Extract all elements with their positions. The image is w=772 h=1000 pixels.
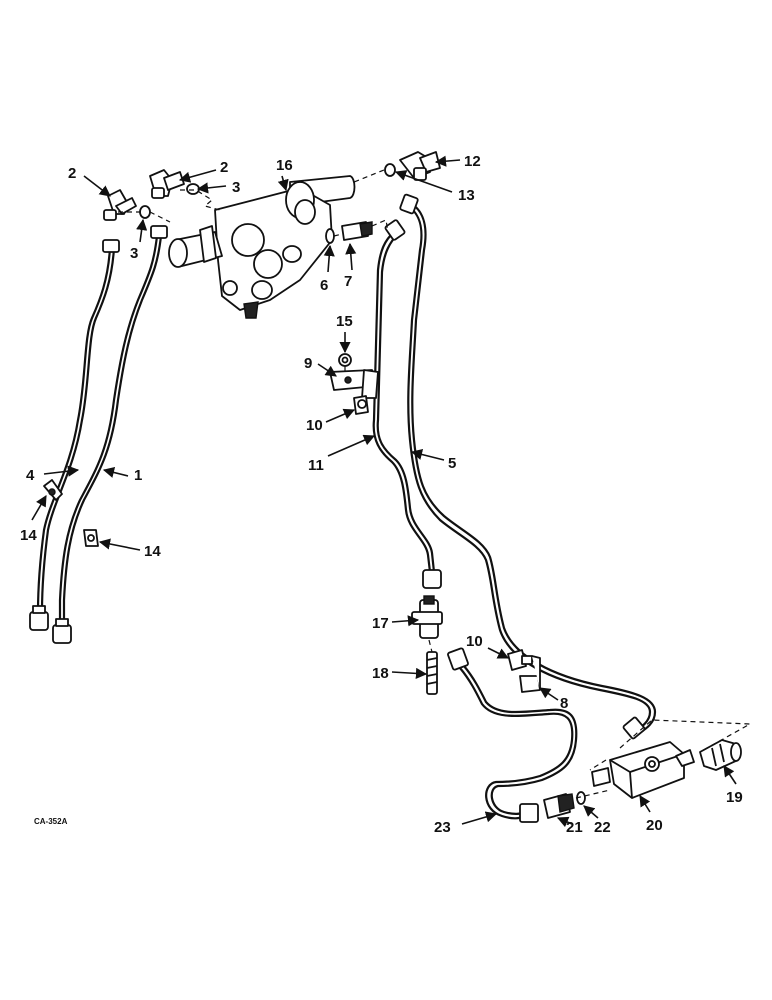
bolt-10-lower: [507, 649, 533, 671]
callout-1: 1: [134, 467, 142, 484]
callout-10-lower: 10: [466, 633, 483, 650]
callout-21: 21: [566, 819, 583, 836]
tube-5: [406, 202, 657, 736]
callout-7: 7: [344, 273, 352, 290]
clamp-14-left: [43, 479, 63, 501]
tube-nut-5-top: [384, 219, 406, 241]
callout-14-left: 14: [20, 527, 37, 544]
leader-lines: [31, 155, 737, 828]
callout-17: 17: [372, 615, 389, 632]
o-ring-6: [325, 228, 335, 244]
callout-14-right: 14: [144, 543, 161, 560]
callout-10-upper: 10: [306, 417, 323, 434]
elbow-fitting-center: [149, 169, 185, 199]
elbow-fitting-left: [103, 189, 137, 221]
tube-nut-5-bottom: [622, 716, 646, 740]
fitting-block-lower: [591, 767, 611, 787]
tube-nut-11-bottom: [422, 569, 442, 589]
callout-2-center: 2: [220, 159, 228, 176]
callout-labels: 1 2 2 3 3 4 5 6 7 8 9 10 10 11 12 13 14 …: [20, 153, 743, 836]
callout-3-center: 3: [232, 179, 240, 196]
tube-nut-1-bottom: [52, 618, 72, 644]
tube-nut-11-top: [399, 193, 419, 215]
reference-code: CA-352A: [34, 817, 68, 826]
callout-5: 5: [448, 455, 456, 472]
callout-4: 4: [26, 467, 35, 484]
callout-9: 9: [304, 355, 312, 372]
callout-18: 18: [372, 665, 389, 682]
callout-3-left: 3: [130, 245, 138, 262]
tube-11: [372, 230, 436, 574]
callout-11: 11: [308, 457, 324, 474]
callout-8: 8: [560, 695, 568, 712]
callout-20: 20: [646, 817, 663, 834]
bracket-9: [329, 369, 379, 399]
tube-nut-4-top: [102, 239, 120, 253]
tube-4: [36, 246, 116, 614]
tube-nut-23-bottom: [519, 803, 539, 823]
connector-7: [341, 221, 373, 241]
clamp-14-right: [83, 529, 99, 547]
callout-12: 12: [464, 153, 481, 170]
callout-22: 22: [594, 819, 611, 836]
callout-23: 23: [434, 819, 451, 836]
tube-1: [58, 234, 163, 627]
washer-13: [384, 163, 396, 177]
connector-19: [699, 739, 742, 771]
elbow-fitting-12: [399, 151, 441, 181]
washer-3-left: [139, 205, 151, 219]
callout-6: 6: [320, 277, 328, 294]
callout-2-left: 2: [68, 165, 76, 182]
tee-fitting-17: [411, 595, 443, 639]
callout-15: 15: [336, 313, 353, 330]
fitting-21: [543, 793, 575, 819]
valve-block-20: [609, 741, 695, 799]
alignment-lines: [118, 169, 753, 799]
callout-16: 16: [276, 157, 293, 174]
tube-nut-4-bottom: [29, 605, 49, 631]
nipple-18: [426, 651, 438, 695]
tube-nut-23-top: [447, 647, 469, 671]
washer-3-center: [186, 183, 200, 195]
nut-15: [338, 353, 352, 367]
valve-body: [168, 175, 356, 319]
callout-13: 13: [458, 187, 475, 204]
bolt-10-upper: [353, 395, 369, 415]
tube-nut-1-top: [150, 225, 168, 239]
callout-19: 19: [726, 789, 743, 806]
